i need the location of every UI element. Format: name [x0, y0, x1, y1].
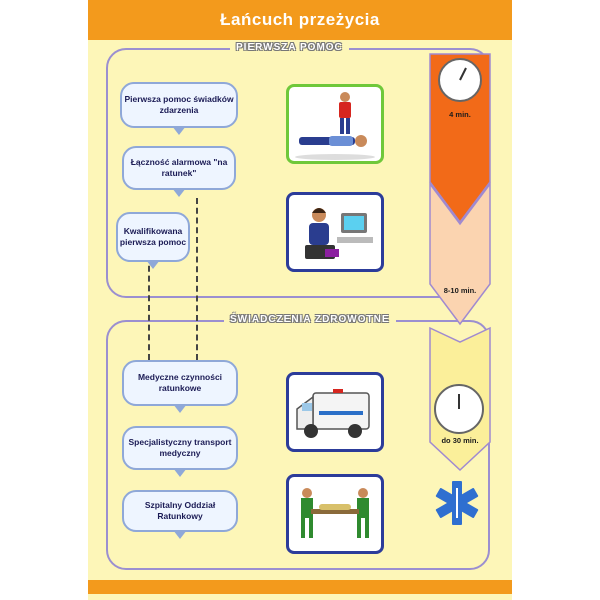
poster-title: Łańcuch przeżycia: [88, 0, 512, 40]
step-bubble-emergency-call: Łączność alarmowa "na ratunek": [122, 146, 236, 197]
connector-line: [148, 256, 150, 360]
star-of-life-icon: [435, 481, 479, 525]
poster: Łańcuch przeżycia PIERWSZA POMOC ŚWIADCZ…: [88, 0, 512, 600]
health-services-section-title: ŚWIADCZENIA ZDROWOTNE: [224, 314, 396, 325]
time-label-4-min: 4 min.: [449, 110, 471, 119]
bystander-cpr-image: [286, 84, 384, 164]
time-label-30-min: do 30 min.: [441, 436, 479, 445]
step-bubble-emergency-department: Szpitalny Oddział Ratunkowy: [122, 490, 238, 539]
step-bubble-specialist-transport: Specjalistyczny transport medyczny: [122, 426, 238, 477]
clock-icon: [438, 58, 482, 102]
step-bubble-medical-rescue: Medyczne czynności ratunkowe: [122, 360, 238, 413]
time-label-8-10-min: 8-10 min.: [443, 286, 477, 295]
bottom-bar: [88, 580, 512, 594]
stretcher-transport-image: [286, 474, 384, 554]
dispatcher-image: [286, 192, 384, 272]
connector-line: [196, 198, 198, 360]
ambulance-image: [286, 372, 384, 452]
step-bubble-witness-first-aid: Pierwsza pomoc świadków zdarzenia: [120, 82, 238, 135]
step-bubble-qualified-first-aid: Kwalifikowana pierwsza pomoc: [116, 212, 190, 269]
first-aid-section-title: PIERWSZA POMOC: [230, 42, 349, 53]
clock-icon: [434, 384, 484, 434]
